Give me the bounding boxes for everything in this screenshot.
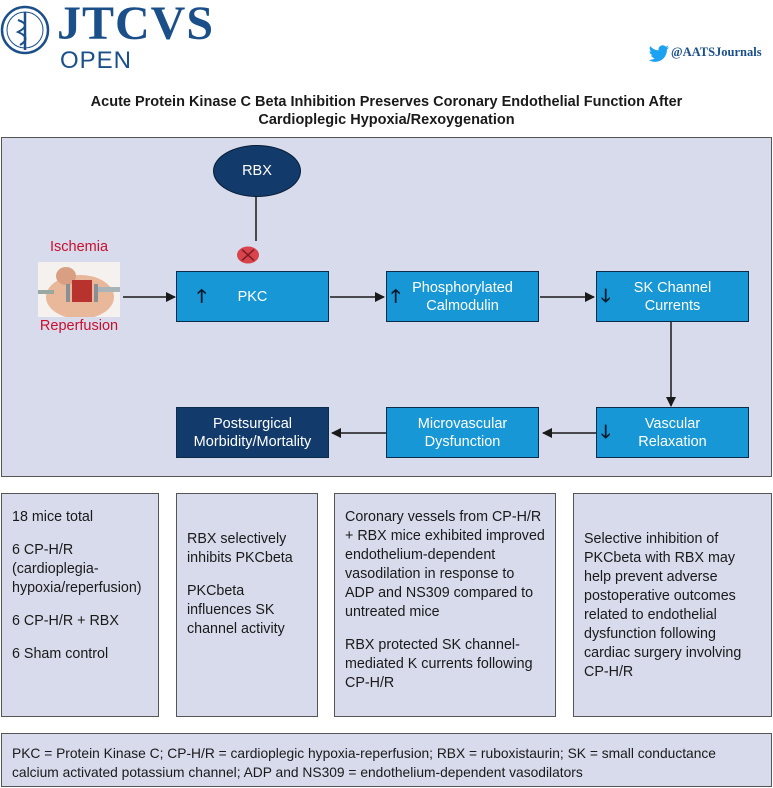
methods-item: 6 Sham control [12,646,109,662]
phosphorylated-calmodulin-box: Phosphorylated Calmodulin [386,271,539,322]
abbreviations-text: PKC = Protein Kinase C; CP-H/R = cardiop… [12,746,716,780]
methods-item: 18 mice total [12,509,94,525]
mechanism-item: PKCbeta influences SK channel activity [187,583,285,637]
twitter-bird-icon [648,45,670,63]
vascular-label: Vascular [644,415,701,432]
journal-logo-subtitle: OPEN [60,47,133,74]
inhibition-x-icon [236,243,260,267]
conclusion-item: Selective inhibition of PKCbeta with RBX… [584,531,742,680]
pkc-box: PKC [176,271,329,322]
vascular-relaxation-box: Vascular Relaxation [596,407,749,458]
conclusion-box: Selective inhibition of PKCbeta with RBX… [573,493,772,717]
down-arrow-icon: 🡓 [601,286,611,306]
rbx-inhibitor-node: RBX [213,145,301,197]
up-arrow-icon: 🡑 [197,286,207,306]
figure-title-line-2: Cardioplegic Hypoxia/Rexoygenation [258,112,515,128]
methods-box: 18 mice total 6 CP-H/R (cardioplegia-hyp… [1,493,159,717]
up-arrow-icon: 🡑 [391,286,401,306]
methods-item: 6 CP-H/R + RBX [12,613,119,629]
calmodulin-label: Calmodulin [426,297,499,314]
postsurgical-morbidity-box: Postsurgical Morbidity/Mortality [176,407,329,458]
results-item: RBX protected SK channel-mediated K curr… [345,637,533,691]
results-item: Coronary vessels from CP-H/R + RBX mice … [345,509,545,620]
mechanism-box: RBX selectively inhibits PKCbeta PKCbeta… [176,493,318,717]
reperfusion-label: Reperfusion [39,318,119,334]
mechanism-item: RBX selectively inhibits PKCbeta [187,531,293,566]
results-box: Coronary vessels from CP-H/R + RBX mice … [334,493,556,717]
ischemia-label: Ischemia [49,239,109,255]
down-arrow-icon: 🡓 [601,422,611,442]
currents-label: Currents [644,297,701,314]
microvascular-label: Microvascular [417,415,508,432]
abbreviations-footer: PKC = Protein Kinase C; CP-H/R = cardiop… [1,733,772,787]
twitter-handle: @AATSJournals [671,45,762,59]
sk-channel-currents-box: SK Channel Currents [596,271,749,322]
microvascular-dysfunction-box: Microvascular Dysfunction [386,407,539,458]
journal-seal-logo [0,0,50,66]
journal-logo-title: JTCVS [57,0,215,50]
morbidity-mortality-label: Morbidity/Mortality [193,433,312,450]
sk-channel-label: SK Channel [633,279,712,296]
phosphorylated-label: Phosphorylated [412,279,513,296]
figure-title-line-1: Acute Protein Kinase C Beta Inhibition P… [90,94,683,110]
surgical-patient-image [38,262,120,319]
relaxation-label: Relaxation [638,433,707,450]
dysfunction-label: Dysfunction [424,433,501,450]
postsurgical-label: Postsurgical [213,415,292,432]
methods-item: 6 CP-H/R (cardioplegia-hypoxia/reperfusi… [12,542,142,596]
